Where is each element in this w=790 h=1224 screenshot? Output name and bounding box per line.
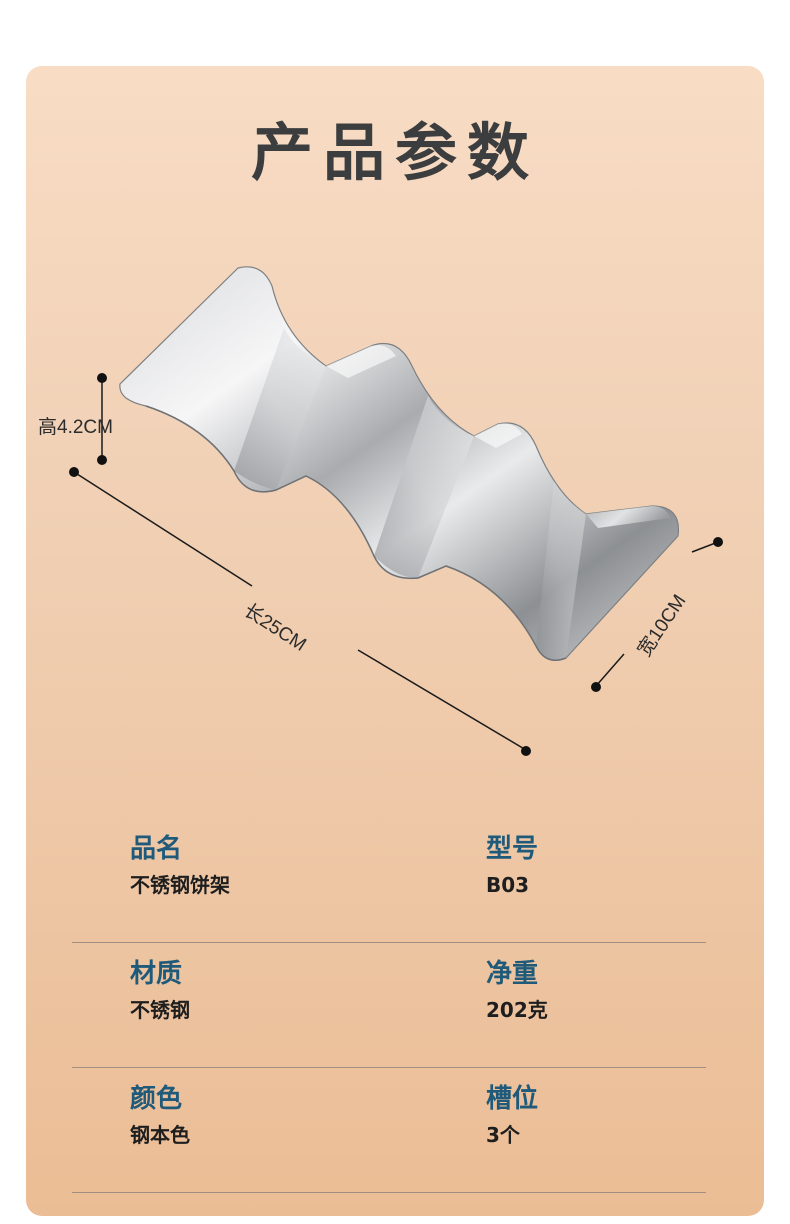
param-value: 不锈钢饼架 (130, 873, 230, 897)
param-label: 颜色 (130, 1084, 183, 1114)
param-slots: 槽位 3个 (486, 1082, 538, 1148)
param-label: 品名 (130, 834, 183, 864)
param-name: 品名 不锈钢饼架 (130, 832, 230, 898)
param-value: 202克 (486, 998, 548, 1022)
param-model: 型号 B03 (486, 832, 538, 898)
height-dimension-label: 高4.2CM (38, 417, 113, 438)
product-parameters-card: 产品参数 (26, 66, 764, 1216)
page-title: 产品参数 (250, 116, 539, 189)
param-value: 钢本色 (130, 1123, 190, 1147)
param-label: 材质 (130, 959, 183, 989)
param-row-name-model: 品名 不锈钢饼架 型号 B03 (72, 818, 706, 943)
product-image-taco-holder (69, 266, 723, 756)
param-value: 3个 (486, 1123, 520, 1147)
length-dimension-line (69, 467, 531, 756)
param-row-material-weight: 材质 不锈钢 净重 202克 (72, 943, 706, 1068)
param-value: 不锈钢 (130, 998, 190, 1022)
param-row-color-slots: 颜色 钢本色 槽位 3个 (72, 1068, 706, 1193)
param-label: 净重 (486, 959, 539, 989)
param-color: 颜色 钢本色 (130, 1082, 190, 1148)
param-weight: 净重 202克 (486, 957, 548, 1023)
param-label: 槽位 (486, 1084, 539, 1114)
width-dimension-line (591, 537, 723, 692)
parameter-table: 品名 不锈钢饼架 型号 B03 材质 不锈钢 净重 202克 颜色 钢本色 (72, 818, 706, 1193)
height-dimension-line (97, 373, 107, 465)
wavy-steel-body (119, 266, 680, 661)
param-value: B03 (486, 873, 530, 897)
param-material: 材质 不锈钢 (130, 957, 190, 1023)
param-label: 型号 (486, 834, 539, 864)
